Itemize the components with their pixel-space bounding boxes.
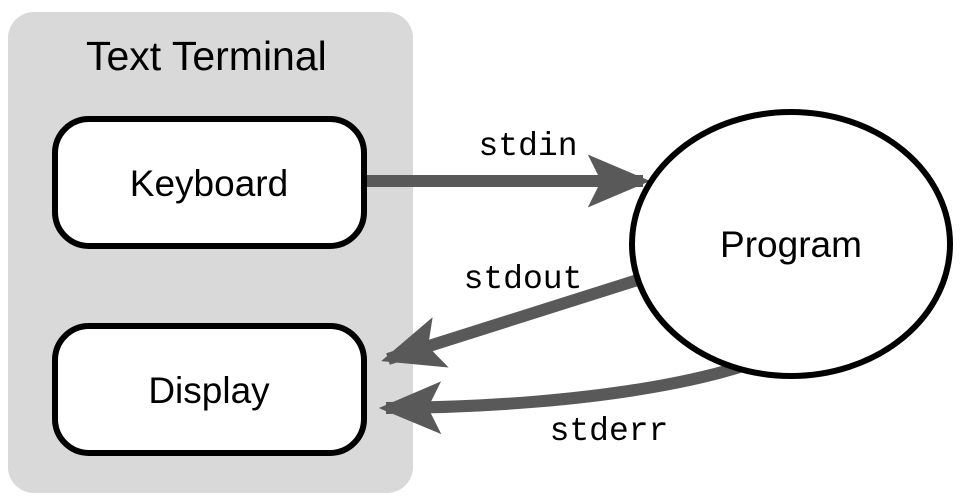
node-keyboard[interactable]: Keyboard (52, 116, 367, 249)
edge-label-stdin: stdin (478, 128, 577, 165)
edge-label-stderr: stderr (550, 413, 669, 450)
node-keyboard-shape (52, 116, 367, 249)
node-program-shape (629, 109, 953, 379)
node-display-label: Display (148, 370, 270, 411)
node-display-shape (52, 323, 367, 456)
group-title: Text Terminal (86, 33, 327, 79)
node-display[interactable]: Display (52, 323, 367, 456)
node-keyboard-label: Keyboard (130, 163, 288, 204)
edge-stdout-path (381, 271, 649, 368)
node-program-label: Program (720, 224, 862, 265)
edge-label-stdout: stdout (464, 261, 583, 298)
node-program[interactable]: Program (629, 109, 953, 379)
